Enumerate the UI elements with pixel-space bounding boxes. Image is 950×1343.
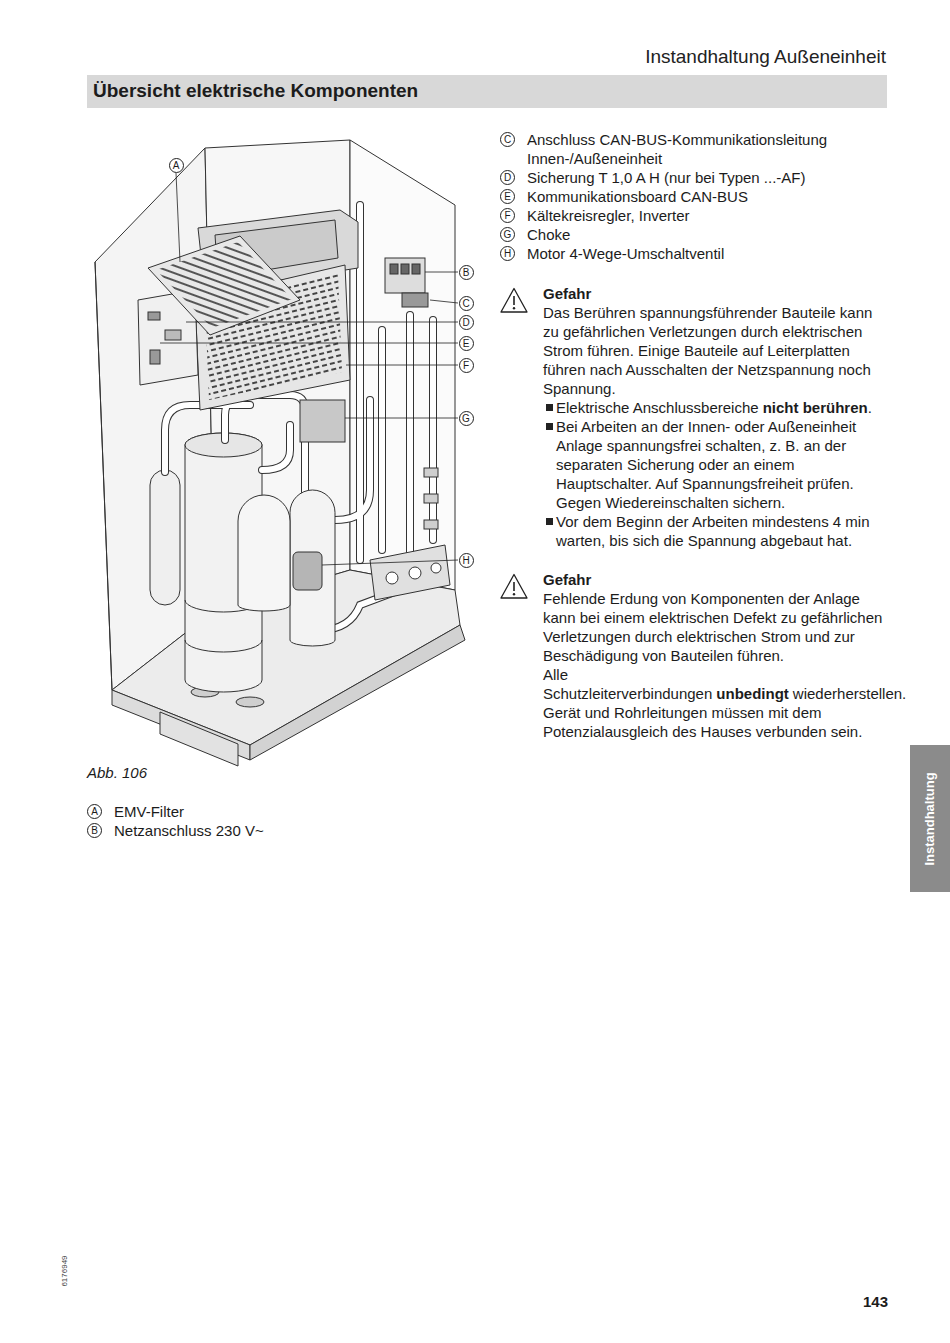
- warning-text: wiederherstellen.: [793, 685, 906, 702]
- warning-text: Gerät und Rohrleitungen müssen mit dem P…: [543, 704, 862, 740]
- paragraph: Das Berühren spannungsführender Bauteile…: [543, 303, 887, 398]
- warning-heading: Gefahr: [543, 570, 887, 589]
- paragraph: Elektrische Anschlussbereichenicht berüh…: [556, 398, 887, 417]
- title-band: [87, 75, 887, 108]
- bullet-text: Vor dem Beginn der Arbeiten mindestens 4…: [556, 513, 870, 549]
- text-block: F Kältekreisregler, Inverter: [500, 206, 887, 225]
- legend-letter: C: [500, 132, 515, 147]
- document-number: 6176949: [60, 1255, 70, 1286]
- callout-letter: B: [459, 265, 474, 280]
- legend-letter: F: [500, 208, 515, 223]
- legend-text: Anschluss CAN-BUS-Kommunikationsleitung …: [527, 130, 887, 168]
- legend-letter: A: [87, 804, 102, 819]
- right-column-parts: [370, 258, 450, 600]
- warning-heading: Gefahr: [543, 284, 887, 303]
- legend-text: Kältekreisregler, Inverter: [527, 206, 887, 225]
- figure-caption: Abb. 106: [87, 763, 147, 782]
- callout-letter: G: [459, 411, 474, 426]
- legend-letter: E: [500, 189, 515, 204]
- text-block: C Anschluss CAN-BUS-Kommunikationsleitung…: [500, 130, 887, 168]
- paragraph: Gerät und Rohrleitungen müssen mit dem P…: [543, 703, 887, 741]
- paragraph: Fehlende Erdung von Komponenten der Anla…: [543, 589, 887, 665]
- warning-text: Das Berühren spannungsführender Bauteile…: [543, 304, 872, 397]
- text-block: Vor dem Beginn der Arbeiten mindestens 4…: [500, 512, 887, 550]
- text-block: Das Berühren spannungsführender Bauteile…: [500, 303, 887, 398]
- legend-text: Choke: [527, 225, 887, 244]
- callout-letter: C: [459, 296, 474, 311]
- warning-icon: [500, 287, 528, 313]
- callout-letter: F: [459, 358, 474, 373]
- legend-letter: H: [500, 246, 515, 261]
- text-block: E Kommunikationsboard CAN-BUS: [500, 187, 887, 206]
- bullet-text: Elektrische Anschlussbereiche: [556, 399, 759, 416]
- text-block: Gefahr: [500, 570, 887, 589]
- section-title: Übersicht elektrische Komponenten: [93, 80, 418, 102]
- bullet-text: nicht berühren: [763, 399, 868, 416]
- accumulators: [238, 490, 335, 646]
- text-block: Gerät und Rohrleitungen müssen mit dem P…: [500, 703, 887, 741]
- legend-letter: D: [500, 170, 515, 185]
- bullet-text: Bei Arbeiten an der Innen- oder Außenein…: [556, 418, 856, 511]
- legend-text: Kommunikationsboard CAN-BUS: [527, 187, 887, 206]
- text-block: G Choke: [500, 225, 887, 244]
- text-block: Fehlende Erdung von Komponenten der Anla…: [500, 589, 887, 665]
- legend-letter: G: [500, 227, 515, 242]
- text-block: B Netzanschluss 230 V~: [87, 821, 467, 840]
- text-block: Alle Schutzleiterverbindungenunbedingtwi…: [500, 665, 887, 703]
- text-block: Bei Arbeiten an der Innen- oder Außenein…: [500, 417, 887, 512]
- side-tab: Instandhaltung: [910, 745, 950, 892]
- callout-letter: H: [459, 553, 474, 568]
- bullet-marker: [546, 518, 553, 525]
- legend-text: Sicherung T 1,0 A H (nur bei Typen ...-A…: [527, 168, 887, 187]
- legend-text: Netzanschluss 230 V~: [114, 821, 467, 840]
- text-block: H Motor 4-Wege-Umschaltventil: [500, 244, 887, 263]
- electronics: [138, 210, 358, 590]
- text-block: D Sicherung T 1,0 A H (nur bei Typen ...-…: [500, 168, 887, 187]
- tab-text: Instandhaltung: [922, 772, 938, 865]
- text-block: Gefahr: [500, 284, 887, 303]
- callout-letter: A: [169, 158, 184, 173]
- warning-icon: [500, 573, 528, 599]
- legend-letter: B: [87, 823, 102, 838]
- text-block: A EMV-Filter: [87, 802, 467, 821]
- warning-text: unbedingt: [716, 685, 788, 702]
- paragraph: Bei Arbeiten an der Innen- oder Außenein…: [556, 417, 887, 512]
- bullet-marker: [546, 423, 553, 430]
- unit-housing: [95, 140, 465, 766]
- legend-text: EMV-Filter: [114, 802, 467, 821]
- leader-lines: [160, 173, 458, 565]
- page-number: 143: [863, 1292, 888, 1311]
- warning-text: Alle Schutzleiterverbindungen: [543, 666, 712, 702]
- legend-text: Motor 4-Wege-Umschaltventil: [527, 244, 887, 263]
- bullet-marker: [546, 404, 553, 411]
- warning-text: Fehlende Erdung von Komponenten der Anla…: [543, 590, 882, 664]
- bullet-text: .: [868, 399, 872, 416]
- text-block: Elektrische Anschlussbereichenicht berüh…: [500, 398, 887, 417]
- page-header: Instandhaltung Außeneinheit: [645, 46, 886, 68]
- paragraph: Vor dem Beginn der Arbeiten mindestens 4…: [556, 512, 887, 550]
- callout-letter: E: [459, 336, 474, 351]
- callout-letter: D: [459, 315, 474, 330]
- paragraph: Alle Schutzleiterverbindungenunbedingtwi…: [543, 665, 887, 703]
